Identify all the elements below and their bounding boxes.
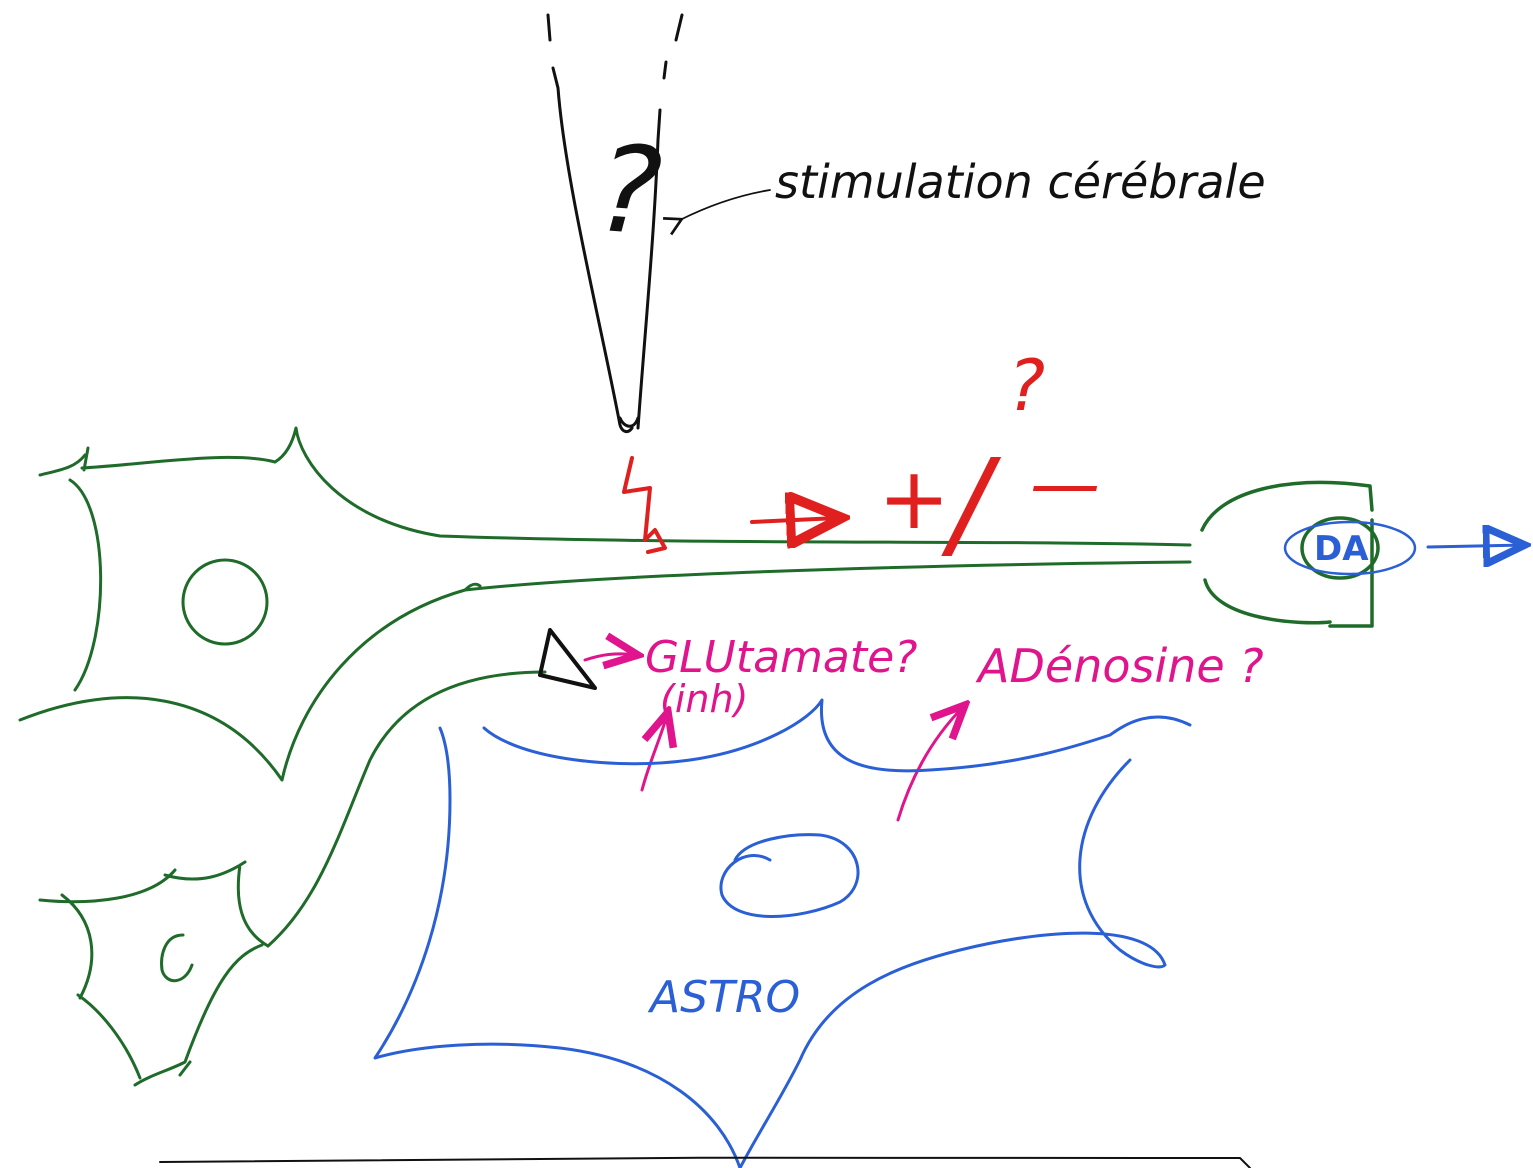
dopamine-vesicle bbox=[1300, 516, 1380, 580]
electrode-right-wall bbox=[636, 13, 684, 430]
neuron-soma-large bbox=[18, 426, 1192, 782]
plus-sign: + bbox=[878, 449, 950, 549]
electrode-left-wall bbox=[546, 13, 634, 434]
electrode bbox=[546, 13, 684, 434]
adenosine-label: ADénosine ? bbox=[975, 639, 1264, 693]
neuron-soma-small bbox=[38, 670, 547, 1087]
electrode-question-mark: ? bbox=[592, 120, 665, 263]
stimulation-effect bbox=[622, 456, 838, 554]
glutamate-source-arrow bbox=[640, 712, 668, 792]
inhibition-label: (inh) bbox=[660, 677, 748, 721]
effect-arrow bbox=[750, 518, 838, 522]
glutamate-label: GLUtamate? bbox=[645, 632, 918, 683]
electrode-tip-mark bbox=[618, 416, 640, 428]
astrocyte bbox=[159, 698, 1251, 1168]
astrocyte-outline bbox=[373, 698, 1192, 1168]
stimulation-label: stimulation cérébrale bbox=[775, 155, 1266, 209]
adenosine-source-arrow bbox=[896, 705, 965, 822]
soma-small-nucleus bbox=[160, 933, 194, 983]
stimulation-arrow bbox=[680, 189, 771, 220]
astrocyte-nucleus bbox=[719, 833, 860, 918]
dopamine-release-arrow bbox=[1426, 545, 1525, 547]
dopamine-label: DA bbox=[1314, 529, 1369, 569]
dendrite-link bbox=[266, 670, 547, 948]
astrocyte-label: ASTRO bbox=[647, 972, 800, 1023]
glutamate-arrow bbox=[583, 654, 638, 660]
synapse-triangle-icon bbox=[538, 628, 597, 690]
soma-small-outline bbox=[38, 860, 270, 1087]
lightning-bolt-icon bbox=[622, 456, 667, 554]
soma-large-outline bbox=[18, 426, 1192, 782]
soma-large-nucleus bbox=[181, 558, 269, 646]
axon-lower-edge bbox=[463, 560, 1192, 592]
slash-sign: / bbox=[941, 435, 1002, 574]
minus-sign: — bbox=[1030, 443, 1100, 525]
terminal-cup bbox=[1200, 480, 1374, 625]
effect-question-mark: ? bbox=[1008, 345, 1045, 427]
dopamine-circle bbox=[1283, 520, 1417, 576]
bottom-line bbox=[159, 1156, 1251, 1168]
terminal-bracket bbox=[1328, 518, 1374, 628]
axon-terminal bbox=[1200, 480, 1380, 628]
